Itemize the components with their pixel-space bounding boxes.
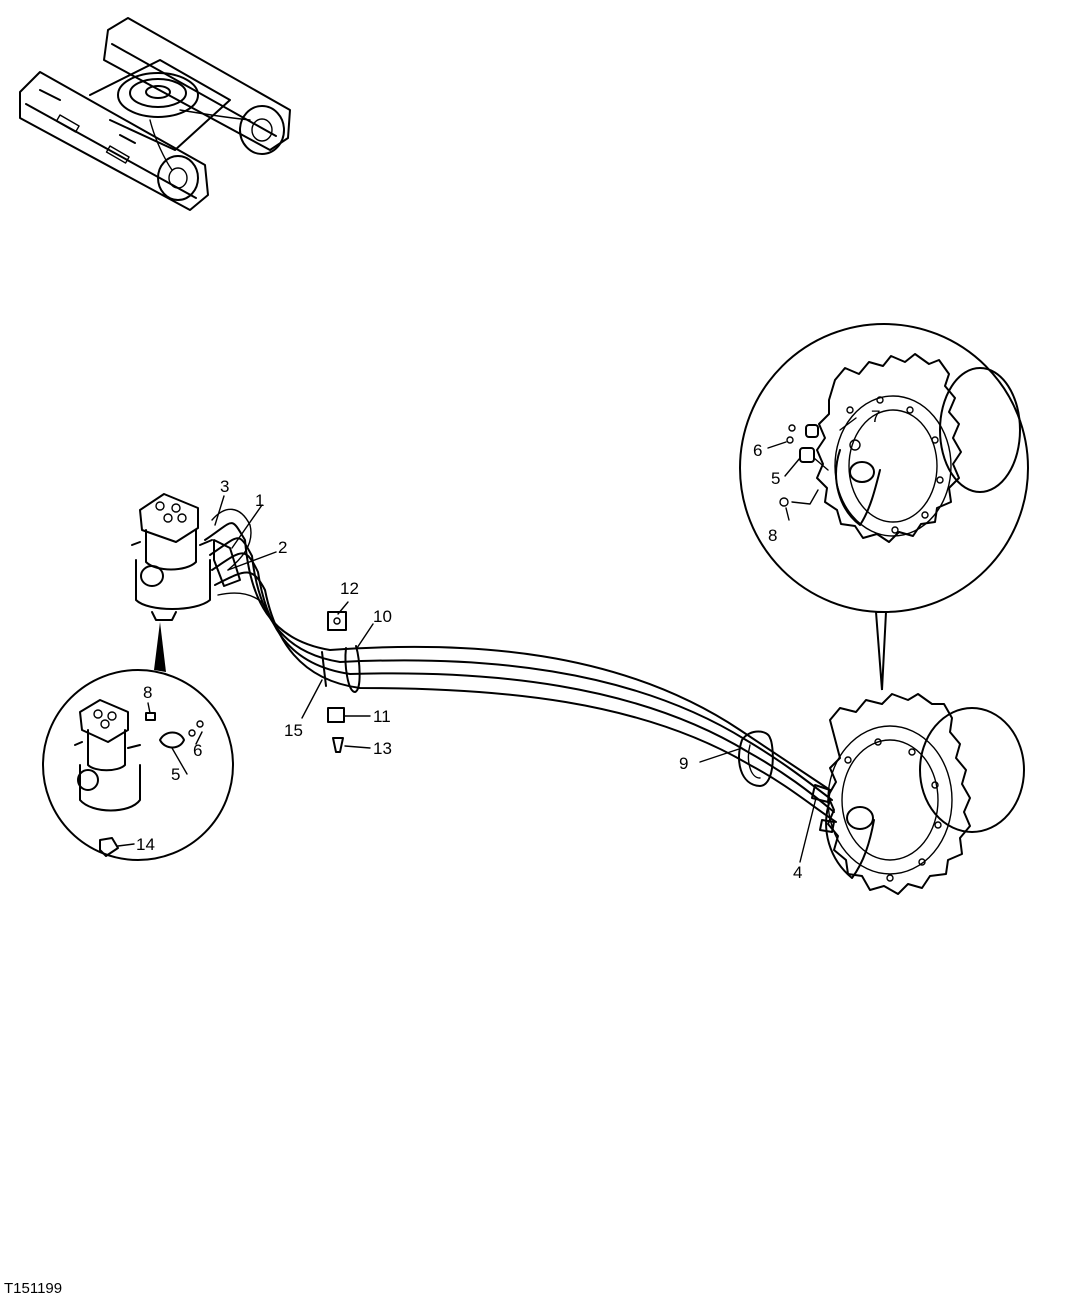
callout-13: 13 [373, 739, 392, 758]
callout-10: 10 [373, 607, 392, 626]
callout-8-left: 8 [143, 683, 152, 702]
undercarriage-thumbnail [19, 17, 291, 211]
callout-6-right: 6 [753, 441, 762, 460]
travel-motor-main [811, 693, 1025, 895]
callout-11: 11 [373, 707, 391, 726]
callout-5-right: 5 [771, 469, 780, 488]
hose-clamp-10 [321, 611, 361, 753]
callout-3: 3 [220, 477, 229, 496]
hose-clamp-9 [738, 730, 774, 787]
callout-14: 14 [136, 835, 155, 854]
callout-labels: 1 2 3 4 5 5 6 6 7 8 8 9 10 11 12 13 14 1… [136, 407, 880, 882]
center-joint-detail-circle [42, 622, 234, 861]
travel-motor-detail-circle [739, 323, 1029, 691]
callout-8-right: 8 [768, 526, 777, 545]
leader-lines [117, 417, 857, 863]
callout-9: 9 [679, 754, 688, 773]
figure-id: T151199 [4, 1280, 63, 1297]
callout-7: 7 [871, 407, 880, 426]
callout-6-left: 6 [193, 741, 202, 760]
callout-12: 12 [340, 579, 359, 598]
callout-5-left: 5 [171, 765, 180, 784]
callout-4: 4 [793, 863, 802, 882]
callout-15: 15 [284, 721, 303, 740]
callout-2: 2 [278, 538, 287, 557]
callout-1: 1 [255, 491, 264, 510]
center-joint-main [131, 493, 837, 823]
